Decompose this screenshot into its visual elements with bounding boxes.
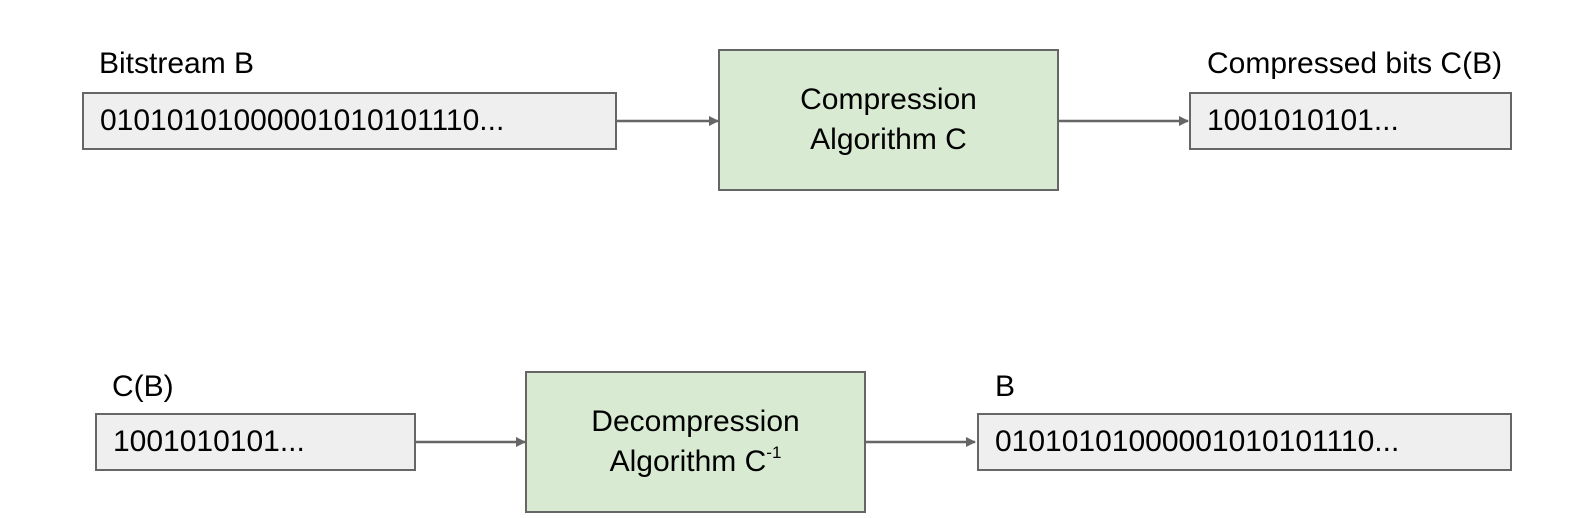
decompression-algorithm-subtitle: Algorithm C-1 (610, 442, 782, 482)
decompressed-output-label: B (995, 370, 1016, 403)
inverse-superscript: -1 (766, 443, 782, 462)
compression-algorithm-subtitle: Algorithm C (810, 123, 967, 156)
bitstream-input-label: Bitstream B (99, 47, 255, 80)
compressed-input-box: 1001010101... (95, 413, 416, 471)
decompression-algorithm-title: Decompression (591, 405, 800, 438)
decompressed-output-box: 01010101000001010101110... (977, 413, 1512, 471)
bitstream-input-box: 01010101000001010101110... (82, 92, 617, 150)
compressed-output-label: Compressed bits C(B) (1207, 47, 1503, 80)
compression-algorithm-box: Compression Algorithm C (718, 49, 1059, 191)
compressed-output-box: 1001010101... (1189, 92, 1512, 150)
decompression-algorithm-name: Algorithm C (609, 445, 767, 478)
compressed-input-label: C(B) (112, 370, 174, 403)
compression-algorithm-title: Compression (800, 83, 977, 116)
decompression-algorithm-box: Decompression Algorithm C-1 (525, 371, 866, 513)
